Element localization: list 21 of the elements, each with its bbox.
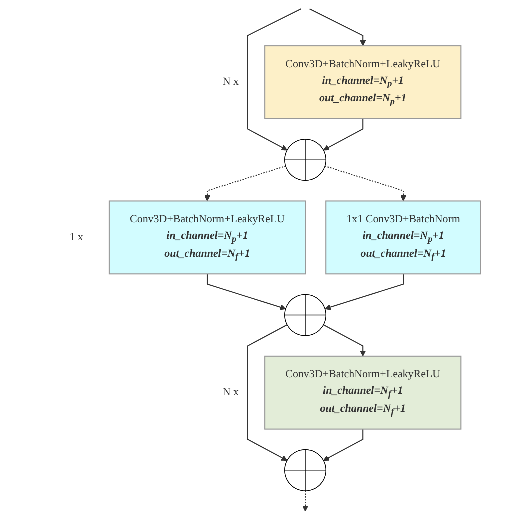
arrow (302, 491, 309, 512)
repeat-label: N x (223, 76, 240, 88)
process-box: Conv3D+BatchNorm+LeakyReLU in_channel=N$_{f}$+1 out_channel=N$_{f}$+1 (265, 356, 462, 430)
arrow (324, 324, 367, 357)
sum-circle (285, 450, 327, 492)
arrow (204, 166, 286, 202)
arrow (324, 429, 364, 462)
arrow (325, 274, 404, 310)
process-box: 1x1 Conv3D+BatchNorm in_channel=N$_{p}$+1 out_channel=N$_{f}$+1 (326, 200, 482, 275)
process-box: Conv3D+BatchNorm+LeakyReLU in_channel=N$_{p}$+1 out_channel=N$_{p}$+1 (265, 46, 462, 120)
arrow (248, 8, 302, 151)
process-box: Conv3D+BatchNorm+LeakyReLU in_channel=N$_{p}$+1 out_channel=N$_{f}$+1 (109, 200, 306, 275)
arrow (325, 166, 407, 202)
arrow (248, 324, 288, 462)
repeat-label: N x (223, 386, 240, 398)
arrow (324, 118, 364, 151)
sum-circle (285, 139, 327, 182)
arrow (310, 8, 367, 46)
repeat-label: 1 x (70, 232, 84, 244)
sum-circle (285, 294, 327, 336)
arrow (207, 274, 287, 310)
